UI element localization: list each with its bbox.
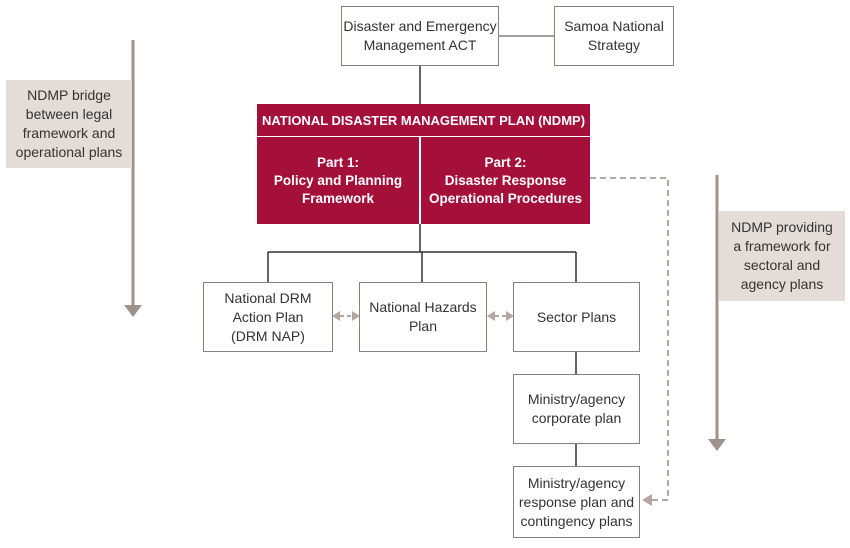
ndmp-part2: Part 2: Disaster Response Operational Pr… bbox=[421, 137, 590, 224]
left-flow-arrowhead bbox=[124, 305, 142, 317]
act-box: Disaster and Emergency Management ACT bbox=[341, 6, 499, 66]
right-flow-arrowhead bbox=[708, 439, 726, 451]
drm-hazards-dashed-arrow bbox=[332, 311, 360, 321]
ndmp-part1: Part 1: Policy and Planning Framework bbox=[257, 137, 419, 224]
corporate-plan-box: Ministry/agency corporate plan bbox=[513, 374, 640, 444]
drm-nap-box: National DRM Action Plan (DRM NAP) bbox=[203, 282, 333, 352]
strategy-box: Samoa National Strategy bbox=[554, 6, 674, 66]
hazards-sector-dashed-arrow bbox=[487, 311, 514, 321]
ndmp-header: NATIONAL DISASTER MANAGEMENT PLAN (NDMP) bbox=[257, 104, 590, 136]
left-note: NDMP bridge between legal framework and … bbox=[6, 80, 132, 168]
response-plan-box: Ministry/agency response plan and contin… bbox=[513, 466, 640, 538]
hazards-plan-box: National Hazards Plan bbox=[359, 282, 487, 352]
right-note: NDMP providing a framework for sectoral … bbox=[719, 211, 845, 301]
part2-response-dashed-arrow bbox=[590, 177, 669, 506]
sector-plans-box: Sector Plans bbox=[513, 282, 640, 352]
